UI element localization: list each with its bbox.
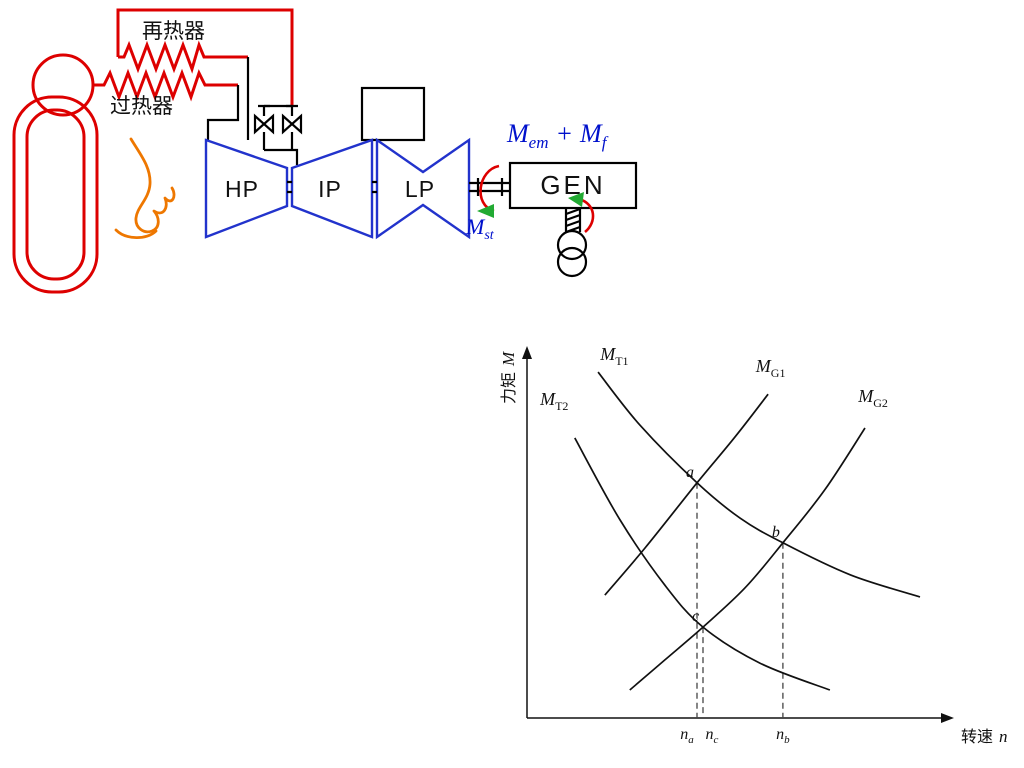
gen-torque-formula: Mem+Mf	[506, 119, 609, 152]
y-axis-arrow-icon	[522, 346, 532, 359]
curve-MG2	[629, 427, 866, 691]
plant-schematic: 再热器 过热器	[12, 8, 638, 294]
x-axis-arrow-icon	[941, 713, 954, 723]
exciter-shaft-hatch	[565, 207, 581, 234]
boiler-loop-outer	[12, 95, 99, 294]
hp-turbine	[204, 138, 289, 239]
reheater-coil	[118, 40, 248, 74]
curve-label-G2: MG2	[857, 386, 888, 410]
x-tick-b: nb	[776, 726, 790, 746]
reheat-stop-valve	[253, 113, 275, 135]
boiler	[12, 53, 176, 294]
valve-triangle	[253, 113, 266, 135]
x-tick-a: na	[680, 726, 694, 746]
superheater-circuit: 过热器	[93, 68, 238, 118]
generator: GEN	[508, 161, 638, 210]
generator-shaft	[469, 178, 510, 196]
steam-piping	[206, 57, 299, 165]
lp-label: LP	[405, 176, 435, 202]
crossover-pipe	[360, 86, 426, 142]
curve-MT1	[597, 371, 921, 598]
generator-label: GEN	[540, 170, 605, 200]
hp-ip-coupling	[287, 180, 292, 194]
valve-triangle	[262, 113, 275, 135]
shaft-torque-label: Mst	[465, 214, 495, 243]
curve-label-T2: MT2	[539, 389, 568, 413]
hp-label: HP	[225, 176, 259, 202]
flame-icon	[114, 137, 176, 240]
shaft-torque-arrowhead-icon	[477, 204, 494, 218]
valve-triangle	[281, 113, 294, 135]
lp-turbine	[375, 137, 471, 240]
exciter-circle-top	[556, 229, 588, 261]
point-label-b: b	[772, 524, 780, 541]
valve-header-pipe	[262, 104, 294, 116]
intercept-valve	[281, 113, 303, 135]
reheater-label: 再热器	[142, 20, 205, 43]
point-label-a: a	[686, 464, 694, 481]
boiler-drum	[31, 53, 95, 117]
ip-label: IP	[318, 176, 342, 202]
gen-torque-arrow	[568, 192, 595, 233]
reheat-pipe	[116, 8, 294, 106]
ip-lp-coupling	[372, 180, 377, 194]
curve-label-G1: MG1	[755, 356, 786, 380]
shaft-lines	[469, 181, 510, 193]
shaft-coupling-ticks	[476, 178, 504, 196]
point-label-c: c	[692, 608, 699, 625]
curve-label-T1: MT1	[599, 344, 628, 368]
y-axis-label: 力矩M	[499, 351, 518, 404]
curve-MT2	[574, 437, 831, 691]
turbine-train: HP IP LP	[204, 137, 471, 240]
main-steam-pipe	[206, 85, 240, 140]
shaft-torque-arc	[479, 164, 500, 213]
valve-triangle	[290, 113, 303, 135]
superheater-label: 过热器	[110, 95, 173, 118]
shaft-torque-arrow	[477, 164, 500, 218]
gen-torque-arrowhead-icon	[568, 192, 584, 207]
exciter-circle-bottom	[556, 246, 588, 278]
curve-MG1	[604, 393, 769, 596]
x-tick-c: nc	[706, 726, 719, 746]
boiler-loop-inner	[25, 108, 86, 281]
exciter	[556, 207, 588, 278]
ip-turbine	[290, 138, 374, 239]
superheater-coil	[93, 68, 238, 102]
valve-outlet-pipe	[262, 132, 299, 165]
reheater-circuit: 再热器	[116, 8, 294, 106]
